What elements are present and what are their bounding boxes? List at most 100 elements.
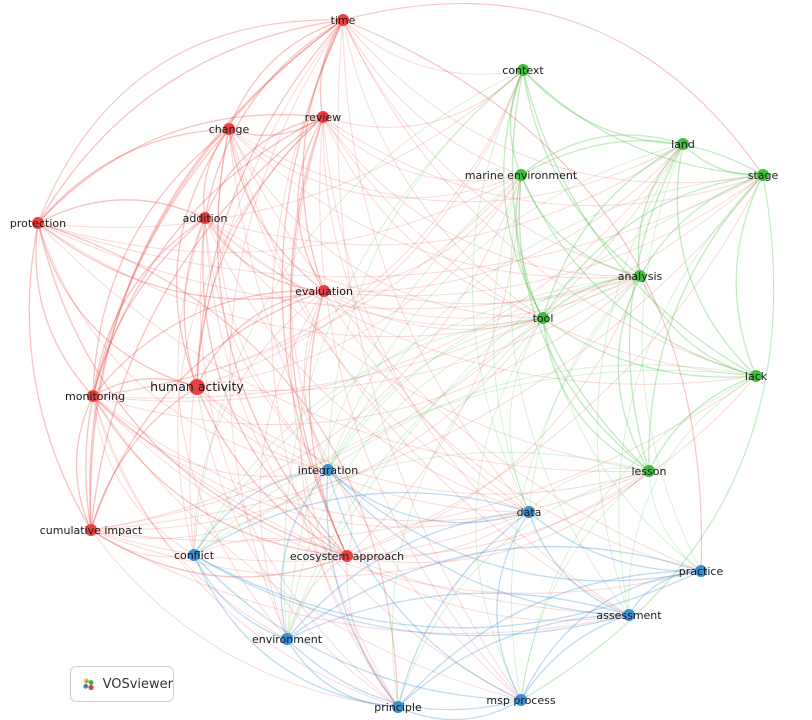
node-change[interactable]: change — [209, 123, 250, 136]
node-circle[interactable] — [281, 633, 293, 645]
node-data[interactable]: data — [517, 506, 542, 519]
node-label: time — [331, 14, 356, 27]
network-edge — [503, 69, 544, 319]
node-analysis[interactable]: analysis — [618, 270, 663, 283]
network-edge — [35, 222, 94, 397]
node-circle[interactable] — [32, 217, 44, 229]
node-circle[interactable] — [317, 111, 329, 123]
node-land[interactable]: land — [671, 138, 695, 151]
node-tool[interactable]: tool — [533, 312, 554, 325]
node-circle[interactable] — [537, 312, 549, 324]
network-edge — [92, 395, 530, 528]
node-circle[interactable] — [199, 212, 211, 224]
node-protection[interactable]: protection — [10, 217, 66, 230]
node-lesson[interactable]: lesson — [632, 465, 667, 478]
node-circle[interactable] — [341, 550, 353, 562]
network-edge — [90, 174, 522, 531]
network-edge — [322, 116, 757, 377]
node-practice[interactable]: practice — [679, 565, 724, 578]
network-edge — [346, 375, 757, 557]
node-circle[interactable] — [85, 524, 97, 536]
network-edge — [319, 116, 522, 701]
network-edge — [92, 395, 399, 708]
node-assessment[interactable]: assessment — [596, 609, 662, 622]
node-circle[interactable] — [634, 270, 646, 282]
network-edge — [228, 128, 544, 319]
network-edge — [196, 275, 641, 392]
node-evaluation[interactable]: evaluation — [295, 285, 353, 298]
network-edge — [92, 290, 325, 397]
node-environment[interactable]: environment — [252, 633, 323, 646]
node-ecosystem-approach[interactable]: ecosystem approach — [290, 550, 404, 563]
network-edge — [90, 375, 757, 542]
node-circle[interactable] — [392, 701, 404, 713]
network-edge — [193, 369, 757, 556]
node-circle[interactable] — [517, 64, 529, 76]
node-label: lesson — [632, 465, 667, 478]
network-edge — [90, 470, 650, 578]
node-label: change — [209, 123, 250, 136]
node-principle[interactable]: principle — [374, 701, 422, 714]
node-circle[interactable] — [623, 609, 635, 621]
node-marine-environment[interactable]: marine environment — [465, 169, 578, 182]
network-edge — [176, 128, 230, 388]
network-edge — [342, 19, 703, 572]
network-edge — [515, 174, 544, 319]
network-edge — [322, 116, 630, 616]
node-circle[interactable] — [188, 549, 200, 561]
node-review[interactable]: review — [305, 111, 341, 124]
node-circle[interactable] — [189, 379, 205, 395]
node-cumulative-impact[interactable]: cumulative impact — [40, 524, 143, 537]
network-edge — [228, 128, 522, 199]
network-edge — [92, 395, 522, 701]
node-monitoring[interactable]: monitoring — [65, 390, 125, 403]
network-edge — [92, 69, 524, 397]
node-circle[interactable] — [523, 506, 535, 518]
node-stage[interactable]: stage — [748, 169, 779, 182]
node-conflict[interactable]: conflict — [174, 549, 215, 562]
network-edge — [300, 290, 399, 708]
network-edge — [217, 128, 329, 471]
node-circle[interactable] — [87, 390, 99, 402]
network-edge — [327, 364, 757, 471]
node-addition[interactable]: addition — [183, 212, 228, 225]
network-edge — [204, 217, 325, 292]
network-edge — [92, 19, 344, 397]
network-edge — [89, 19, 344, 531]
node-circle[interactable] — [677, 138, 689, 150]
network-edge — [322, 116, 764, 207]
node-lack[interactable]: lack — [745, 370, 768, 383]
network-edge — [193, 538, 348, 557]
network-edge — [520, 174, 775, 701]
badge-label: VOSviewer — [102, 676, 173, 692]
node-circle[interactable] — [515, 694, 527, 706]
node-circle[interactable] — [750, 370, 762, 382]
network-edge — [193, 554, 399, 708]
node-circle[interactable] — [223, 123, 235, 135]
node-label: integration — [298, 464, 358, 477]
node-circle[interactable] — [695, 565, 707, 577]
network-edge — [189, 19, 344, 556]
network-edge — [342, 19, 524, 75]
network-edge — [628, 143, 684, 472]
node-circle[interactable] — [322, 464, 334, 476]
node-circle[interactable] — [337, 14, 349, 26]
network-edge — [193, 317, 544, 556]
node-circle[interactable] — [318, 285, 330, 297]
node-circle[interactable] — [643, 465, 655, 477]
network-edge — [327, 143, 684, 471]
node-human-activity[interactable]: human activity — [150, 379, 244, 395]
network-edge — [391, 317, 544, 708]
node-circle[interactable] — [515, 169, 527, 181]
edge-layer — [28, 3, 775, 720]
node-msp-process[interactable]: msp process — [486, 694, 556, 707]
node-context[interactable]: context — [502, 64, 544, 77]
node-integration[interactable]: integration — [298, 464, 358, 477]
network-edge — [90, 511, 530, 562]
node-time[interactable]: time — [331, 14, 356, 27]
network-edge — [196, 290, 325, 388]
network-edge — [542, 317, 757, 378]
node-label: environment — [252, 633, 323, 646]
node-label: msp process — [486, 694, 555, 707]
node-circle[interactable] — [757, 169, 769, 181]
